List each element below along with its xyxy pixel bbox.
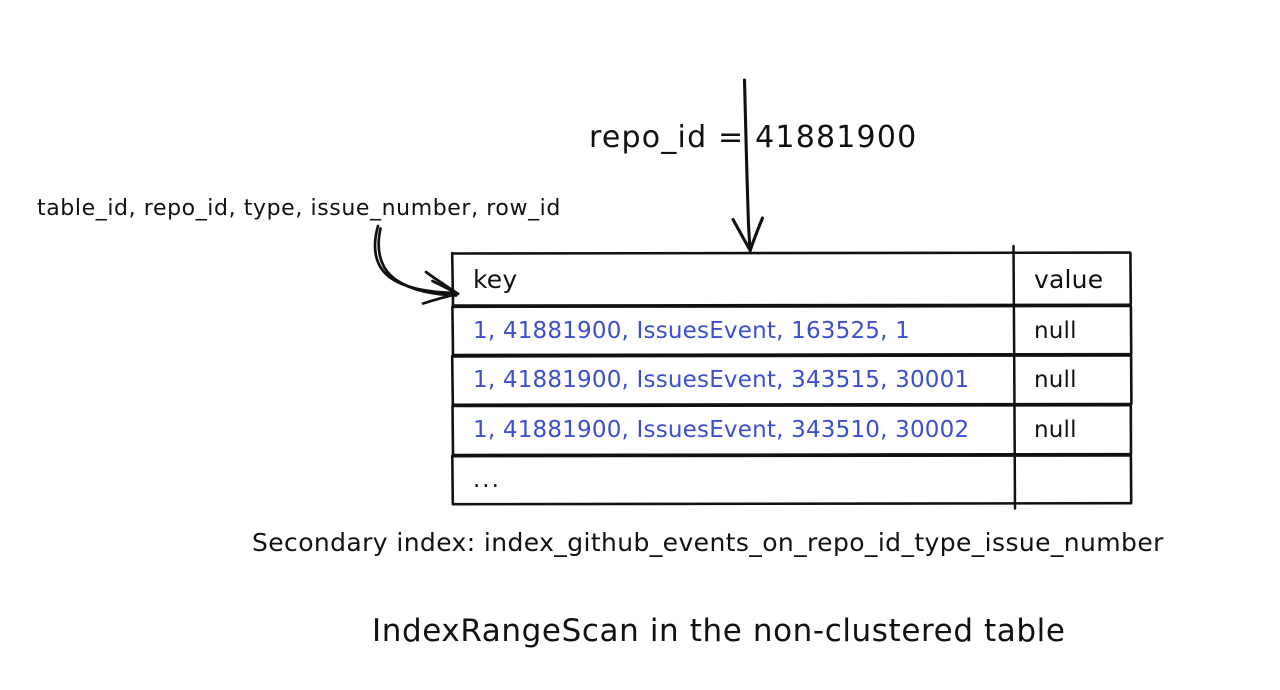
row-2-value-text: null xyxy=(1034,417,1077,443)
condition-text: repo_id = 41881900 xyxy=(589,120,918,155)
table-column-divider xyxy=(1012,244,1017,510)
diagram-title-text: IndexRangeScan in the non-clustered tabl… xyxy=(372,613,1066,649)
row-1-key-text: 1, 41881900, IssuesEvent, 343515, 30001 xyxy=(473,366,970,393)
row-2-key-cell: 1, 41881900, IssuesEvent, 343510, 30002 xyxy=(452,405,1013,455)
row-2-key-text: 1, 41881900, IssuesEvent, 343510, 30002 xyxy=(473,417,970,443)
diagram-title: IndexRangeScan in the non-clustered tabl… xyxy=(372,613,1066,649)
down-arrow xyxy=(731,78,765,253)
table-row: 1, 41881900, IssuesEvent, 343515, 30001 … xyxy=(452,355,1131,404)
key-format-label: table_id, repo_id, type, issue_number, r… xyxy=(37,196,561,221)
header-cell-value: value xyxy=(1013,252,1131,306)
table-row: ... xyxy=(452,455,1131,504)
row-2-value-cell: null xyxy=(1013,405,1131,455)
row-3-key-text: ... xyxy=(473,466,501,493)
header-value-label: value xyxy=(1034,264,1104,294)
row-1-key-cell: 1, 41881900, IssuesEvent, 343515, 30001 xyxy=(452,355,1013,404)
row-0-value-cell: null xyxy=(1013,306,1131,355)
row-0-key-cell: 1, 41881900, IssuesEvent, 163525, 1 xyxy=(452,306,1013,355)
table-row: 1, 41881900, IssuesEvent, 163525, 1 null xyxy=(452,306,1131,355)
header-key-label: key xyxy=(473,264,518,294)
curved-arrow xyxy=(373,224,460,305)
index-caption-text: Secondary index: index_github_events_on_… xyxy=(252,528,1164,557)
row-3-key-cell: ... xyxy=(452,455,1013,504)
table-row-4-border xyxy=(451,454,1133,506)
table-header-row: key value xyxy=(452,252,1131,306)
row-3-value-cell xyxy=(1013,455,1131,504)
condition-label: repo_id = 41881900 xyxy=(589,120,917,155)
index-caption: Secondary index: index_github_events_on_… xyxy=(252,528,1164,557)
key-value-table: key value 1, 41881900, IssuesEvent, 1635… xyxy=(452,252,1131,504)
row-0-value-text: null xyxy=(1034,317,1077,344)
row-0-key-text: 1, 41881900, IssuesEvent, 163525, 1 xyxy=(473,317,910,344)
header-cell-key: key xyxy=(452,252,1013,306)
key-format-text: table_id, repo_id, type, issue_number, r… xyxy=(37,196,561,221)
table-row: 1, 41881900, IssuesEvent, 343510, 30002 … xyxy=(452,405,1131,455)
row-1-value-text: null xyxy=(1034,366,1077,393)
row-1-value-cell: null xyxy=(1013,355,1131,404)
